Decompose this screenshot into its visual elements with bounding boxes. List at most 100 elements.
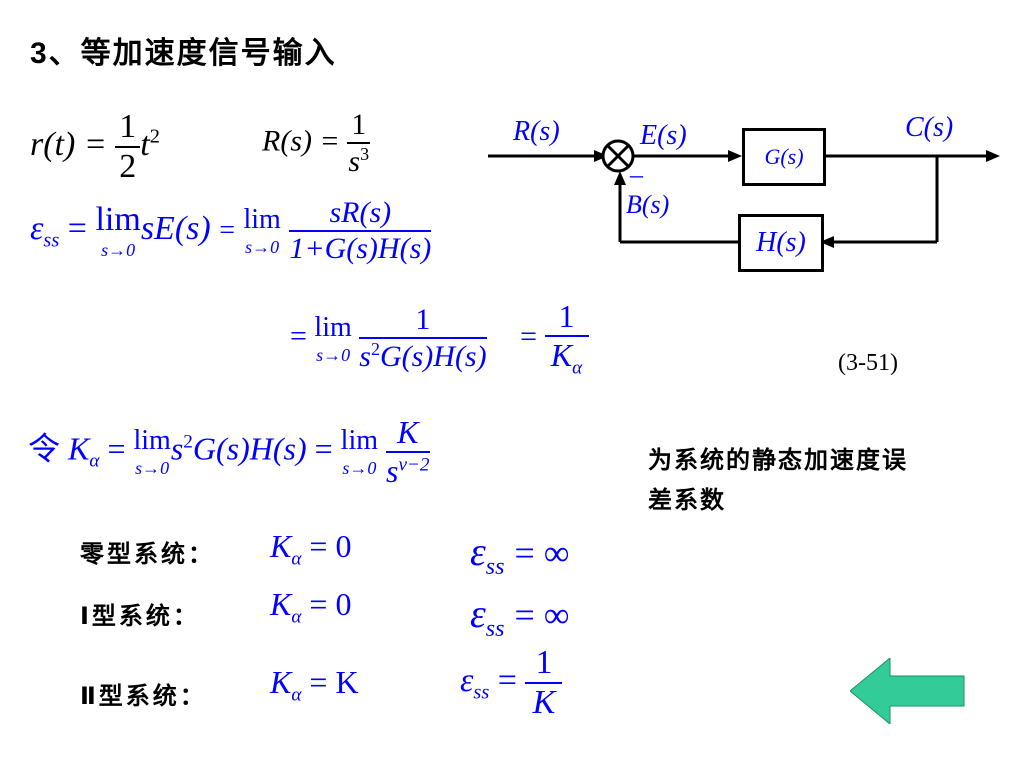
type2-ess: εss = 1 K xyxy=(460,644,563,722)
eq-ka-eq-2: = xyxy=(314,430,333,467)
eq-rt-den: 2 xyxy=(119,148,137,185)
type0-label: 零型系统： xyxy=(80,540,215,568)
eq-Rs-den-base: s xyxy=(348,145,361,178)
feedback-arrow-sum xyxy=(614,171,626,185)
type0-ka: Kα = 0 xyxy=(270,528,351,570)
eq-ka-mid-exp: 2 xyxy=(183,431,193,453)
equation-number: (3-51) xyxy=(838,350,898,376)
eq-Rs-frac: 1 s3 xyxy=(347,108,371,179)
eq-ka-lhs-sub: α xyxy=(89,450,100,472)
eq-rt-exp: 2 xyxy=(149,125,160,148)
error-arrow xyxy=(728,150,742,162)
type1-ka-k: K xyxy=(270,586,292,622)
ess-frac3-den: Kα xyxy=(545,337,589,379)
type0-ess: εss = ∞ xyxy=(470,528,569,581)
ess-sub: ss xyxy=(43,229,60,252)
type0-ka-value: = 0 xyxy=(309,528,352,564)
ess-frac2: 1 s2G(s)H(s) xyxy=(359,303,487,374)
ess-frac3-num: 1 xyxy=(544,298,589,337)
type2-label: Ⅱ型系统： xyxy=(80,682,207,710)
eq-ka-frac: K sν−2 xyxy=(386,414,430,490)
input-label: R(s) xyxy=(513,116,560,147)
type1-ess-value: = ∞ xyxy=(514,595,570,635)
eq-ka-eq-1: = xyxy=(107,430,126,467)
feedback-sign: – xyxy=(630,160,643,189)
ess-frac2-den: s2G(s)H(s) xyxy=(359,339,486,374)
lim-5-text: lim xyxy=(340,425,379,456)
ess-eq-1: = xyxy=(67,209,87,247)
forward-block-label: G(s) xyxy=(764,144,804,169)
eq-rt-num: 1 xyxy=(115,108,141,148)
ess-eq-3: = xyxy=(290,319,307,353)
ess-frac1: sR(s) 1+G(s)H(s) xyxy=(289,196,432,266)
type0-ka-k: K xyxy=(270,528,292,564)
eq-ka-mid-base: s xyxy=(170,430,184,467)
type0-ka-sub: α xyxy=(291,548,302,570)
error-label: E(s) xyxy=(640,120,687,151)
ess-eq-2: = xyxy=(219,214,235,246)
eq-ka-frac-den: sν−2 xyxy=(386,453,430,490)
ess-symbol: ε xyxy=(30,209,44,247)
summing-cross-2 xyxy=(605,143,631,169)
eq-ka-prefix: 令 xyxy=(28,429,61,468)
ka-note-line1: 为系统的静态加速度误 xyxy=(648,446,908,474)
eq-rt-lhs: r(t) = xyxy=(30,125,107,163)
ess-expr1: sE(s) xyxy=(140,209,211,247)
type2-ess-sub: ss xyxy=(473,681,490,704)
feedback-block-label: H(s) xyxy=(756,227,806,258)
block-diagram xyxy=(488,139,1000,248)
output-label: C(s) xyxy=(905,112,954,143)
type1-ka-value: = 0 xyxy=(309,586,352,622)
lim-2-sub: s→0 xyxy=(245,237,280,257)
type1-label: Ⅰ型系统： xyxy=(80,602,200,630)
lim-5-sub: s→0 xyxy=(342,458,377,478)
feedback-label: B(s) xyxy=(626,190,670,219)
type2-ka-k: K xyxy=(270,664,292,700)
lim-3-sub: s→0 xyxy=(316,344,351,365)
type2-ka-value: = K xyxy=(309,664,359,700)
eq-ka-lhs: K xyxy=(68,430,90,467)
eq-Rs-lhs: R(s) = xyxy=(262,124,340,158)
type2-ess-den: K xyxy=(532,684,556,721)
lim-1-sub: s→0 xyxy=(101,240,136,260)
ess-frac2-den-rest: G(s)H(s) xyxy=(379,340,487,374)
type1-ess: εss= ∞ xyxy=(470,590,569,643)
type1-ess-sub: ss xyxy=(485,616,505,642)
lim-1-text: lim xyxy=(95,201,141,238)
page-title: 3、等加速度信号输入 xyxy=(30,37,337,70)
ess-frac1-num: sR(s) xyxy=(289,196,432,232)
output-arrow xyxy=(986,150,1000,162)
ess-frac2-den-exp: 2 xyxy=(370,339,380,360)
eq-rt-t: t xyxy=(140,125,150,163)
lim-4-text: lim xyxy=(133,425,171,456)
lim-2-text: lim xyxy=(243,204,281,235)
lim-4-sub: s→0 xyxy=(135,458,170,478)
left-arrow-icon[interactable] xyxy=(850,658,966,724)
type0-ess-sub: ss xyxy=(485,554,505,580)
input-arrow xyxy=(594,150,608,162)
ess-eq-4: = xyxy=(520,319,538,353)
ka-note-line2: 差系数 xyxy=(648,486,726,514)
ess-frac1-den: 1+G(s)H(s) xyxy=(289,232,432,265)
type1-ka-sub: α xyxy=(291,606,302,628)
eq-ka-frac-num: K xyxy=(386,414,430,453)
eq-ka-frac-den-base: s xyxy=(386,453,399,489)
type0-ess-symbol: ε xyxy=(470,529,486,574)
feedback-block-h: H(s) xyxy=(738,214,824,272)
eq-rt: r(t) = 1 2 t2 xyxy=(30,108,160,186)
eq-ka-frac-den-exp: ν−2 xyxy=(398,454,430,476)
ess-frac2-num: 1 xyxy=(359,303,487,340)
type2-ess-frac: 1 K xyxy=(525,644,563,722)
lim-3-text: lim xyxy=(314,311,352,343)
eq-Rs-den: s3 xyxy=(347,144,370,179)
ess-frac3-den-sub: α xyxy=(572,357,583,379)
type2-ess-eq: = xyxy=(497,661,517,699)
type0-ess-value: = ∞ xyxy=(514,533,570,573)
eq-Rs-den-exp: 3 xyxy=(360,144,370,164)
